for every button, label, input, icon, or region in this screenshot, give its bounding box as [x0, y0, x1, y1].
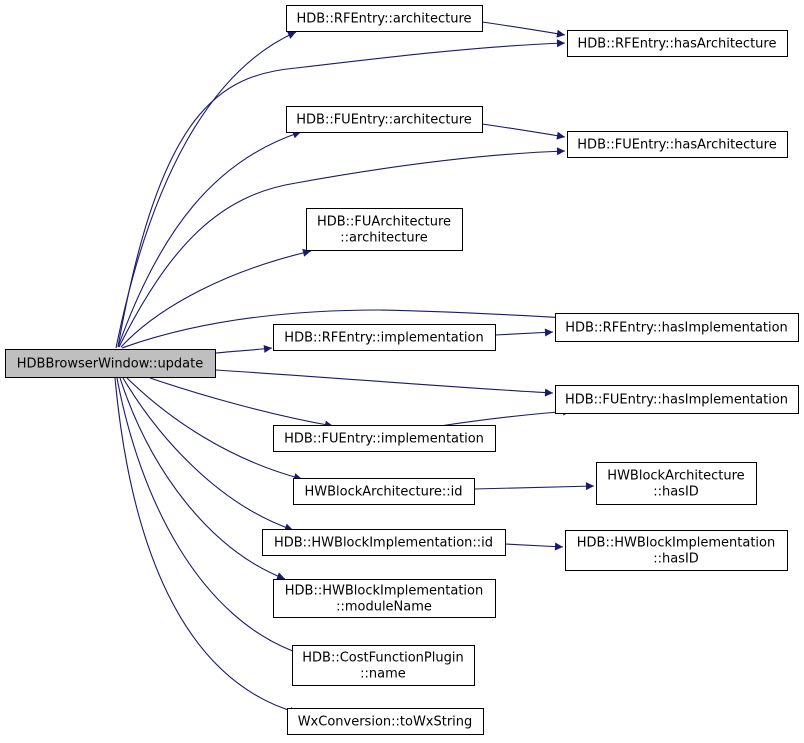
- node-box: [567, 30, 788, 57]
- node-box: [567, 131, 788, 158]
- edge-root-to-fuarch-arch: [120, 248, 312, 348]
- node-label: HDB::RFEntry::architecture: [296, 12, 471, 27]
- node-wx-towx[interactable]: WxConversion::toWxString: [287, 708, 484, 735]
- node-label: HWBlockArchitecture::id: [305, 485, 463, 500]
- node-label: ::name: [360, 667, 406, 682]
- node-rf-arch[interactable]: HDB::RFEntry::architecture: [286, 5, 483, 32]
- node-hwbi-id[interactable]: HDB::HWBlockImplementation::id: [262, 529, 506, 556]
- node-fuarch-arch[interactable]: HDB::FUArchitecture::architecture: [306, 208, 463, 251]
- node-label: HDB::HWBlockImplementation: [285, 584, 483, 599]
- node-box: [306, 208, 463, 251]
- node-box: [286, 106, 483, 133]
- node-box: [292, 645, 475, 686]
- node-fu-hasarch[interactable]: HDB::FUEntry::hasArchitecture: [567, 131, 788, 158]
- node-label: ::architecture: [340, 231, 427, 246]
- node-hwba-id[interactable]: HWBlockArchitecture::id: [293, 478, 475, 505]
- node-rf-impl[interactable]: HDB::RFEntry::implementation: [273, 324, 496, 351]
- node-label: WxConversion::toWxString: [298, 715, 473, 730]
- edge-root-to-rf-arch: [115, 31, 297, 349]
- node-label: HDB::FUEntry::hasImplementation: [565, 393, 788, 408]
- node-label: HDB::FUEntry::implementation: [284, 432, 484, 447]
- node-costfn-name[interactable]: HDB::CostFunctionPlugin::name: [292, 645, 475, 686]
- node-hwbi-module[interactable]: HDB::HWBlockImplementation::moduleName: [273, 579, 496, 618]
- node-fu-hasimpl[interactable]: HDB::FUEntry::hasImplementation: [555, 385, 799, 414]
- edge-root-to-fu-arch: [117, 130, 302, 348]
- node-box: [555, 385, 799, 414]
- edge-root-to-hwba-id: [126, 377, 303, 481]
- edge-root-to-rf-hasarch: [117, 39, 566, 348]
- node-label: HDB::FUArchitecture: [317, 215, 451, 230]
- node-fu-arch[interactable]: HDB::FUEntry::architecture: [286, 106, 483, 133]
- node-label: HDB::RFEntry::hasArchitecture: [578, 37, 777, 52]
- edge-root-to-hwbi-id: [122, 377, 294, 532]
- node-hwbi-hasid[interactable]: HDB::HWBlockImplementation::hasID: [565, 530, 788, 571]
- node-label: HDB::FUEntry::hasArchitecture: [577, 138, 776, 153]
- node-rf-hasarch[interactable]: HDB::RFEntry::hasArchitecture: [567, 30, 788, 57]
- edge-root-to-rf-impl: [215, 344, 273, 354]
- edge-hwba-id-to-hwba-hasid: [473, 482, 595, 491]
- node-box: [273, 324, 496, 351]
- edge-root-to-fu-hasimpl: [215, 369, 554, 397]
- node-box: [555, 313, 799, 342]
- edge-fu-arch-to-fu-hasarch: [481, 123, 566, 140]
- node-hwba-hasid[interactable]: HWBlockArchitecture::hasID: [596, 462, 757, 505]
- node-label: HDB::CostFunctionPlugin: [302, 651, 463, 666]
- edge-root-to-fu-impl: [149, 377, 334, 429]
- node-box: [286, 5, 483, 32]
- edge-root-to-costfn-name: [116, 377, 302, 656]
- edge-fu-impl-to-fu-hasimpl: [439, 407, 572, 427]
- node-box: [273, 425, 496, 452]
- node-fu-impl[interactable]: HDB::FUEntry::implementation: [273, 425, 496, 452]
- node-box: [293, 478, 475, 505]
- edge-root-to-wx-towx: [114, 377, 299, 715]
- node-label: HWBlockArchitecture: [607, 469, 744, 484]
- node-label: HDB::RFEntry::implementation: [284, 331, 483, 346]
- node-rf-hasimpl[interactable]: HDB::RFEntry::hasImplementation: [555, 313, 799, 342]
- node-label: HDB::RFEntry::hasImplementation: [565, 321, 788, 336]
- edge-rf-arch-to-rf-hasarch: [481, 21, 566, 38]
- node-label: ::hasID: [653, 485, 699, 500]
- node-label: HDB::HWBlockImplementation::id: [274, 536, 493, 551]
- edge-root-to-hwbi-module: [119, 377, 286, 580]
- node-box: [5, 349, 216, 378]
- node-box: [273, 579, 496, 618]
- node-root[interactable]: HDBBrowserWindow::update: [5, 349, 216, 378]
- edges-layer: [114, 21, 595, 715]
- node-label: ::hasID: [653, 552, 699, 567]
- node-box: [565, 530, 788, 571]
- node-box: [287, 708, 484, 735]
- node-label: HDB::HWBlockImplementation: [577, 536, 775, 551]
- edge-rf-impl-to-rf-hasimpl: [494, 328, 554, 337]
- nodes-layer: HDBBrowserWindow::update HDB::RFEntry::ar…: [5, 5, 799, 735]
- node-label: HDBBrowserWindow::update: [17, 357, 204, 372]
- node-box: [596, 462, 757, 505]
- edge-hwbi-id-to-hwbi-hasid: [504, 542, 564, 551]
- node-label: HDB::FUEntry::architecture: [296, 113, 472, 128]
- edge-root-to-fu-hasarch: [118, 147, 566, 348]
- node-label: ::moduleName: [336, 600, 432, 615]
- edge-root-to-rf-hasimpl: [121, 309, 586, 349]
- node-box: [262, 529, 506, 556]
